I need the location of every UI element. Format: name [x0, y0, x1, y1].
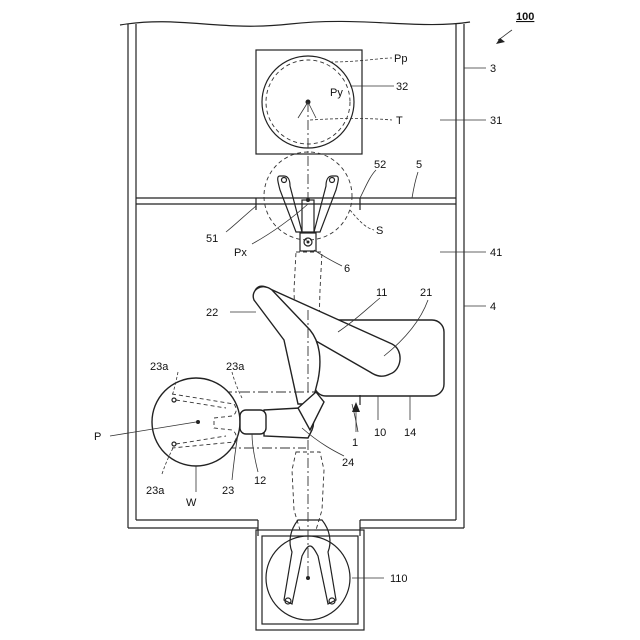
arm-22 — [253, 287, 320, 404]
label-chamber-upper: 3 — [490, 63, 496, 75]
stage-box — [256, 50, 362, 200]
label-point-p: P — [94, 431, 101, 443]
leader-lines — [110, 30, 512, 578]
label-space-lower: 41 — [490, 247, 502, 259]
label-wafer: W — [186, 497, 197, 509]
break-line — [120, 21, 470, 26]
arrow-1 — [352, 402, 360, 432]
arrow-100 — [496, 38, 505, 44]
label-sensor: 6 — [344, 263, 350, 275]
label-arm-upper: 11 — [376, 287, 387, 299]
label-finger-a1: 23a — [150, 361, 169, 373]
label-point-pp: Pp — [394, 53, 407, 65]
wrist-24 — [264, 392, 324, 438]
hand-23 — [152, 378, 266, 466]
label-point-py: Py — [330, 87, 343, 99]
label-gate: 52 — [374, 159, 386, 171]
label-base: 14 — [404, 427, 416, 439]
label-finger-a3: 23a — [146, 485, 165, 497]
label-chamber-lower: 4 — [490, 301, 496, 313]
label-robot: 1 — [352, 437, 358, 449]
label-point-s: S — [376, 225, 383, 237]
label-system: 100 — [516, 11, 534, 23]
label-wrist: 24 — [342, 457, 354, 469]
label-finger-a2: 23a — [226, 361, 245, 373]
label-stage: 32 — [396, 81, 408, 93]
label-partition: 5 — [416, 159, 422, 171]
label-arm-link: 21 — [420, 287, 432, 299]
label-port: 110 — [390, 573, 408, 585]
label-opening: 51 — [206, 233, 218, 245]
label-space-upper: 31 — [490, 115, 502, 127]
label-point-px: Px — [234, 247, 247, 259]
label-base-body: 10 — [374, 427, 386, 439]
label-arm-lower: 22 — [206, 307, 218, 319]
label-joint: 12 — [254, 475, 266, 487]
label-hand: 23 — [222, 485, 234, 497]
label-point-t: T — [396, 115, 403, 127]
